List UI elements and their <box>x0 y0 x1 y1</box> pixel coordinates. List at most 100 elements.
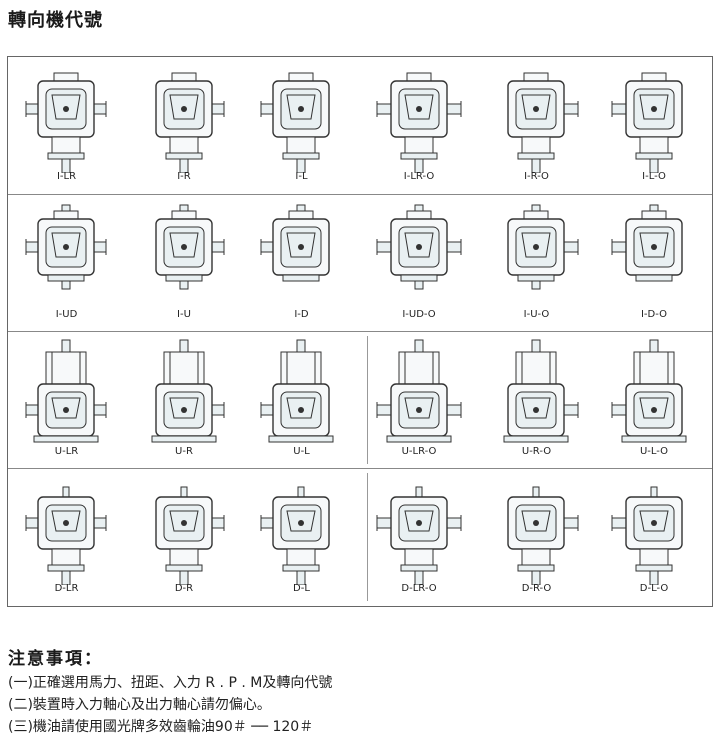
gearbox-code-label: D-LR-O <box>401 583 437 594</box>
gearbox-cell: I-UD <box>8 195 125 332</box>
gearbox-code-label: I-LR <box>56 171 77 182</box>
gearbox-code-label: I-U <box>177 309 191 320</box>
gearbox-icon <box>376 486 461 585</box>
gearbox-code-label: D-R <box>174 583 194 594</box>
gearbox-cell: U-R <box>126 332 243 469</box>
gearbox-code-label: I-L-O <box>642 171 666 182</box>
gearbox-drawing <box>611 486 683 585</box>
row-divider <box>367 473 368 601</box>
gearbox-cell: D-R <box>126 469 243 606</box>
gearbox-icon <box>260 339 334 443</box>
gearbox-code-label: U-L <box>293 446 310 457</box>
gearbox-icon <box>611 339 686 443</box>
gearbox-code-label: I-U-O <box>523 309 550 320</box>
gearbox-drawing <box>260 72 330 173</box>
gearbox-icon <box>154 204 224 290</box>
row-i-ud-type: I-UD I-U I-D I-UD-O I-U-O I-D-O <box>8 194 712 331</box>
gearbox-cell: D-LR <box>8 469 125 606</box>
gearbox-drawing <box>507 204 579 290</box>
gearbox-cell: I-UD-O <box>361 195 478 332</box>
gearbox-drawing <box>376 339 461 443</box>
gearbox-drawing <box>503 339 579 443</box>
gearbox-drawing <box>611 72 683 173</box>
gearbox-code-label: U-R-O <box>521 446 552 457</box>
gearbox-drawing <box>25 486 107 585</box>
gearbox-cell: D-L <box>243 469 360 606</box>
gearbox-cell: I-U <box>126 195 243 332</box>
gearbox-cell: I-LR-O <box>361 57 478 194</box>
gearbox-code-label: I-D <box>294 309 309 320</box>
gearbox-cell: U-LR <box>8 332 125 469</box>
page-title: 轉向機代號 <box>8 10 103 31</box>
gearbox-code-label: U-L-O <box>639 446 669 457</box>
gearbox-code-label: U-LR-O <box>401 446 437 457</box>
gearbox-drawing <box>25 72 107 173</box>
notes-title: 注意事項： <box>8 649 103 669</box>
gearbox-code-label: U-R <box>175 446 193 457</box>
gearbox-icon <box>611 72 683 173</box>
gearbox-drawing <box>25 204 107 290</box>
gearbox-icon <box>260 72 330 173</box>
gearbox-drawing <box>25 339 107 443</box>
note-item-3: (三)機油請使用國光牌多效齒輪油90＃ ── 120＃ <box>8 719 314 735</box>
gearbox-cell: I-R-O <box>478 57 595 194</box>
gearbox-icon <box>611 204 683 282</box>
gearbox-cell: D-L-O <box>596 469 713 606</box>
note-item-1: (一)正確選用馬力、扭距、入力 R . P . M及轉向代號 <box>8 675 333 691</box>
gearbox-cell: D-LR-O <box>361 469 478 606</box>
gearbox-drawing <box>260 486 330 585</box>
gearbox-cell: I-U-O <box>478 195 595 332</box>
gearbox-code-label: U-LR <box>54 446 79 457</box>
gearbox-icon <box>154 72 224 173</box>
gearbox-drawing <box>376 72 461 173</box>
gearbox-icon <box>376 72 461 173</box>
gearbox-code-label: I-LR-O <box>403 171 435 182</box>
gearbox-code-label: I-UD <box>55 309 78 320</box>
row-d-type: D-LR D-R D-L D-LR-O D-R-O D-L-O <box>8 468 712 605</box>
gearbox-icon <box>25 204 107 290</box>
gearbox-cell: I-R <box>126 57 243 194</box>
gearbox-drawing <box>507 486 579 585</box>
gearbox-code-label: I-L <box>295 171 308 182</box>
gearbox-cell: U-LR-O <box>361 332 478 469</box>
gearbox-icon <box>25 72 107 173</box>
gearbox-code-label: I-R <box>177 171 191 182</box>
gearbox-icon <box>507 72 579 173</box>
gearbox-cell: I-D-O <box>596 195 713 332</box>
gearbox-icon <box>25 486 107 585</box>
gearbox-icon <box>376 204 461 290</box>
gearbox-drawing <box>507 72 579 173</box>
gearbox-drawing <box>260 339 334 443</box>
gearbox-cell: I-L <box>243 57 360 194</box>
gearbox-cell: D-R-O <box>478 469 595 606</box>
gearbox-drawing <box>260 204 330 282</box>
gearbox-code-label: I-R-O <box>524 171 549 182</box>
gearbox-drawing <box>154 72 224 173</box>
gearbox-icon <box>503 339 579 443</box>
note-item-2: (二)裝置時入力軸心及出力軸心請勿偏心。 <box>8 697 271 713</box>
gearbox-drawing <box>151 339 224 443</box>
gearbox-drawing <box>376 204 461 290</box>
gearbox-code-label: D-L-O <box>639 583 669 594</box>
row-u-type: U-LR U-R U-L U-LR-O U-R-O U-L-O <box>8 331 712 468</box>
gearbox-cell: U-L-O <box>596 332 713 469</box>
gearbox-icon <box>507 204 579 290</box>
gearbox-cell: I-D <box>243 195 360 332</box>
gearbox-code-label: D-R-O <box>521 583 552 594</box>
gearbox-drawing <box>611 339 686 443</box>
gearbox-code-label: D-L <box>293 583 310 594</box>
gearbox-icon <box>611 486 683 585</box>
gearbox-code-label: D-LR <box>54 583 79 594</box>
gearbox-drawing <box>154 486 224 585</box>
row-divider <box>367 336 368 464</box>
gearbox-code-label: I-D-O <box>640 309 667 320</box>
gearbox-cell: I-LR <box>8 57 125 194</box>
gearbox-icon <box>25 339 107 443</box>
gearbox-code-label: I-UD-O <box>402 309 436 320</box>
gearbox-icon <box>376 339 461 443</box>
row-i-type: I-LR I-R I-L I-LR-O I-R-O I-L-O <box>8 57 712 194</box>
gearbox-cell: I-L-O <box>596 57 713 194</box>
gearbox-cell: U-R-O <box>478 332 595 469</box>
gearbox-icon <box>154 486 224 585</box>
